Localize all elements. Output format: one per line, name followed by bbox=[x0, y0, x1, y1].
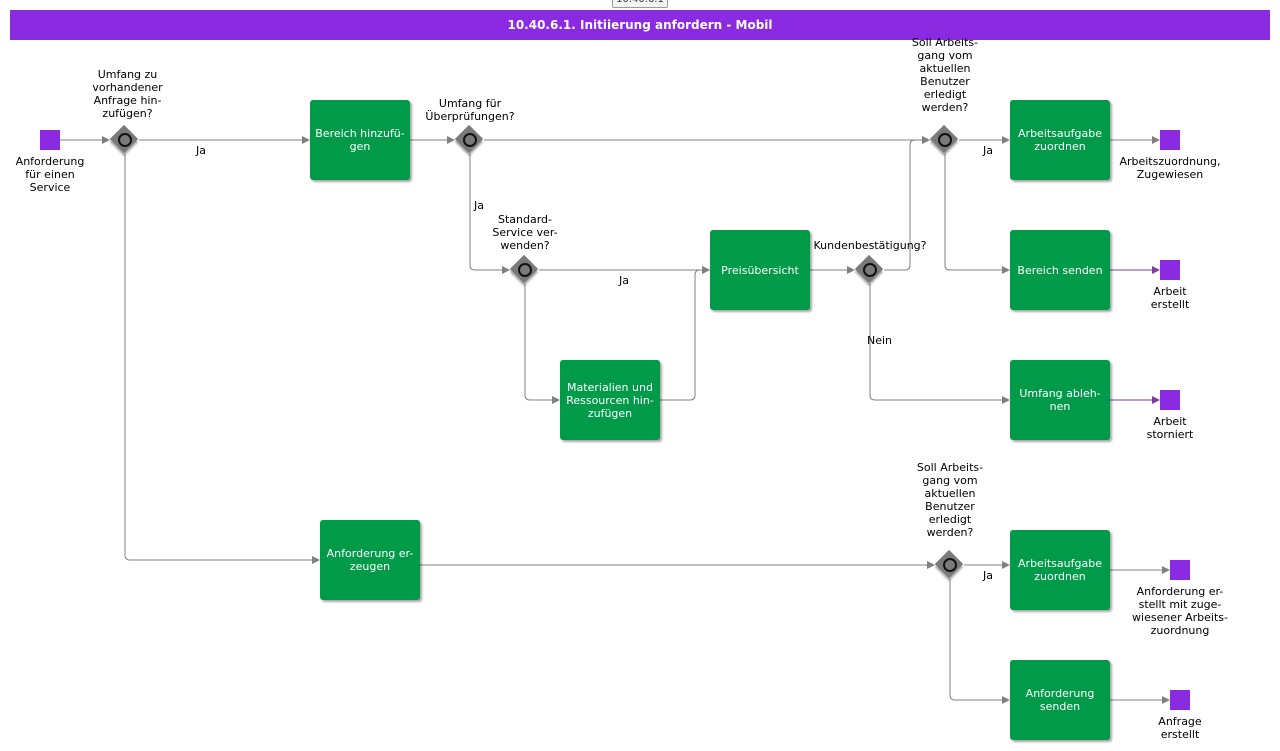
task-arbeitsaufgabe-zuordnen-1[interactable]: Arbeitsaufgabe zuordnen bbox=[1010, 100, 1110, 180]
task-arbeitsaufgabe-zuordnen-2[interactable]: Arbeitsaufgabe zuordnen bbox=[1010, 530, 1110, 610]
edge-label-ja: Ja bbox=[983, 569, 993, 582]
end-event-anforderung-erstellt[interactable] bbox=[1170, 560, 1190, 580]
gateway-umfang-vorhanden-label: Umfang zu vorhandener Anfrage hin- zufüg… bbox=[92, 68, 163, 120]
end-event-anfrage-erstellt-label: Anfrage erstellt bbox=[1158, 715, 1202, 741]
edge-label-ja: Ja bbox=[983, 144, 993, 157]
gateway-umfang-pruefung[interactable] bbox=[454, 124, 484, 154]
task-anforderung-erzeugen[interactable]: Anforderung er- zeugen bbox=[320, 520, 420, 600]
task-anforderung-senden[interactable]: Anforderung senden bbox=[1010, 660, 1110, 740]
end-event-erstellt-label: Arbeit erstellt bbox=[1150, 285, 1190, 311]
gateway-soll-arbeitsgang-1[interactable] bbox=[929, 124, 959, 154]
start-event-label: Anforderung für einen Service bbox=[15, 155, 85, 194]
edge-label-nein: Nein bbox=[867, 334, 893, 347]
start-event[interactable] bbox=[40, 130, 60, 150]
edge-gw3-to-materialien bbox=[524, 284, 560, 404]
gateway-soll-arbeitsgang-2[interactable] bbox=[934, 549, 964, 579]
edge-label-ja: Ja bbox=[196, 144, 206, 157]
end-event-anfrage-erstellt[interactable] bbox=[1170, 690, 1190, 710]
end-event-storniert[interactable] bbox=[1160, 390, 1180, 410]
diagram-title: 10.40.6.1. Initiierung anfordern - Mobil bbox=[10, 10, 1270, 40]
task-materialien-ressourcen[interactable]: Materialien und Ressourcen hin- zufügen bbox=[560, 360, 660, 440]
end-event-storniert-label: Arbeit storniert bbox=[1146, 415, 1194, 441]
edge-soll2-to-anforderung-senden bbox=[949, 579, 1010, 704]
task-umfang-ablehnen[interactable]: Umfang ableh- nen bbox=[1010, 360, 1110, 440]
edge-gw4-to-ablehnen bbox=[869, 284, 1010, 404]
gateway-kundenbestaetigung[interactable] bbox=[854, 254, 884, 284]
edge-soll1-to-bereich-senden bbox=[944, 154, 1010, 274]
task-preisuebersicht[interactable]: Preisübersicht bbox=[710, 230, 810, 310]
end-event-zuordnung-label: Arbeitszuordnung, Zugewiesen bbox=[1119, 155, 1221, 181]
end-event-erstellt[interactable] bbox=[1160, 260, 1180, 280]
gateway-standard-service[interactable] bbox=[509, 254, 539, 284]
edge-gw1-to-anforderung-erzeugen bbox=[124, 154, 320, 564]
gateway-umfang-pruefung-label: Umfang für Überprüfungen? bbox=[425, 97, 515, 123]
task-bereich-hinzufuegen[interactable]: Bereich hinzufü- gen bbox=[310, 100, 410, 180]
gateway-soll-arbeitsgang-2-label: Soll Arbeits- gang vom aktuellen Benutze… bbox=[916, 461, 984, 539]
task-bereich-senden[interactable]: Bereich senden bbox=[1010, 230, 1110, 310]
gateway-kundenbestaetigung-label: Kundenbestätigung? bbox=[813, 239, 927, 252]
edge-materialien-to-preis bbox=[660, 266, 710, 401]
edge-label-ja: Ja bbox=[474, 199, 484, 212]
gateway-umfang-vorhanden[interactable] bbox=[109, 124, 139, 154]
gateway-soll-arbeitsgang-1-label: Soll Arbeits- gang vom aktuellen Benutze… bbox=[911, 36, 979, 114]
edge-label-ja: Ja bbox=[619, 274, 629, 287]
version-tag: 10.40.6.1 bbox=[612, 0, 668, 8]
edge-gw4-to-soll1 bbox=[884, 136, 930, 271]
edge-gw2-to-gw3 bbox=[469, 154, 510, 274]
end-event-zuordnung[interactable] bbox=[1160, 130, 1180, 150]
gateway-standard-service-label: Standard- Service ver- wenden? bbox=[492, 213, 558, 252]
end-event-anforderung-erstellt-label: Anforderung er- stellt mit zuge- wiesene… bbox=[1132, 585, 1228, 637]
